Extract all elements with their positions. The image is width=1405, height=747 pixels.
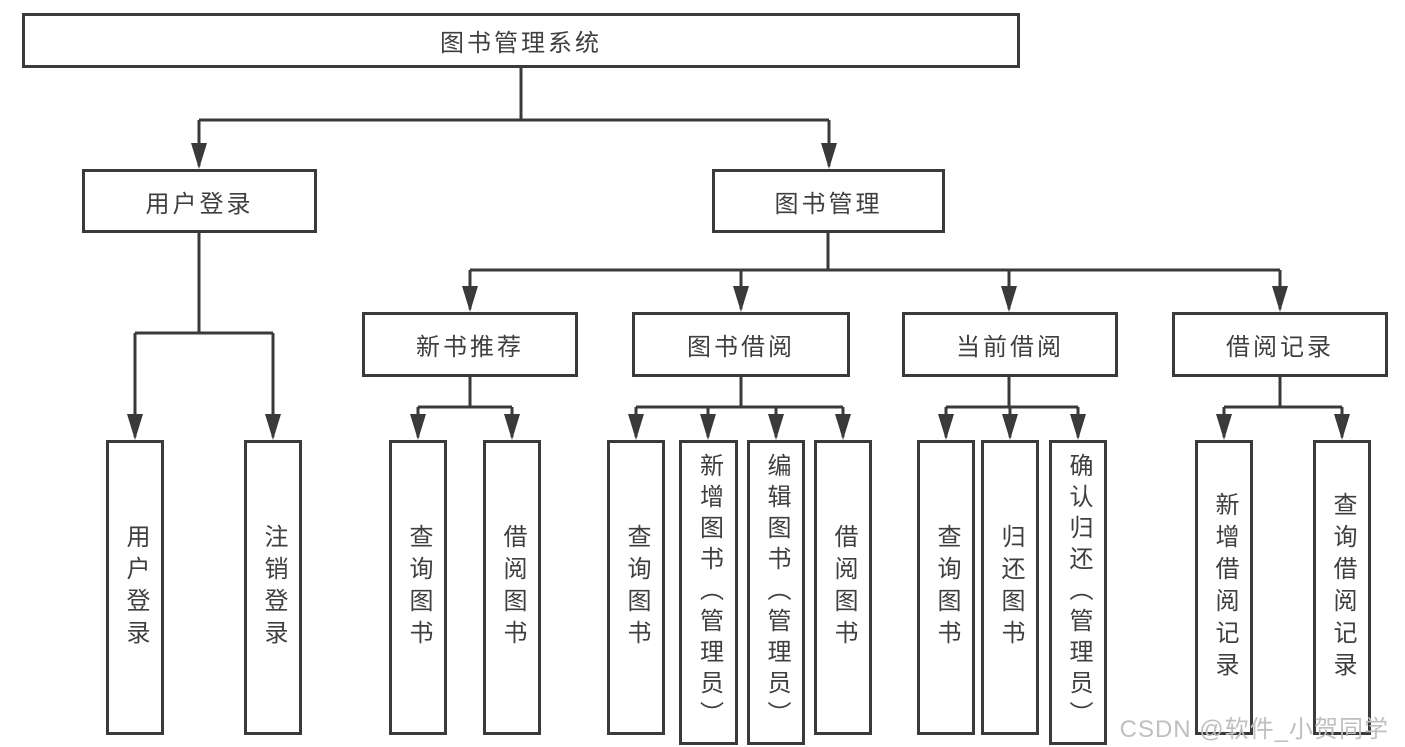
leaf-label: 编辑图书（管理员） [763,453,790,732]
leaf-add-books-admin: 新增图书（管理员） [679,440,738,745]
node-book-borrowing: 图书借阅 [632,312,850,377]
leaf-label: 查询图书 [933,523,960,652]
leaf-query-books-current: 查询图书 [917,440,975,735]
leaf-label: 查询借阅记录 [1329,491,1356,684]
leaf-confirm-return-admin: 确认归还（管理员） [1049,440,1107,745]
leaf-label: 用户登录 [122,523,149,652]
leaf-query-books-borrowing: 查询图书 [607,440,665,735]
node-label: 新书推荐 [416,334,524,361]
node-label: 用户登录 [145,190,254,218]
node-label: 图书借阅 [687,334,795,361]
node-book-management: 图书管理 [712,169,945,233]
leaf-query-borrow-record: 查询借阅记录 [1313,440,1371,735]
leaf-edit-books-admin: 编辑图书（管理员） [747,440,805,745]
leaf-return-books: 归还图书 [981,440,1039,735]
csdn-watermark: CSDN @软件_小贺同学 [1119,716,1389,743]
leaf-label: 新增借阅记录 [1211,491,1238,684]
leaf-borrow-books-borrowing: 借阅图书 [814,440,872,735]
leaf-add-borrow-record: 新增借阅记录 [1195,440,1253,735]
leaf-label: 确认归还（管理员） [1065,453,1092,732]
leaf-borrow-books-recommend: 借阅图书 [483,440,541,735]
node-label: 图书管理系统 [440,30,602,57]
arrowheads [127,143,1350,440]
leaf-label: 注销登录 [260,523,287,652]
node-current-borrowing: 当前借阅 [902,312,1118,377]
leaf-label: 归还图书 [997,523,1024,652]
leaf-user-login: 用户登录 [106,440,164,735]
leaf-query-books-recommend: 查询图书 [389,440,447,735]
node-label: 当前借阅 [956,334,1064,361]
node-borrowing-records: 借阅记录 [1172,312,1388,377]
leaf-label: 查询图书 [623,523,650,652]
node-new-book-recommend: 新书推荐 [362,312,578,377]
leaf-label: 借阅图书 [830,523,857,652]
leaf-label: 查询图书 [405,523,432,652]
leaf-label: 借阅图书 [499,523,526,652]
leaf-label: 新增图书（管理员） [695,453,723,732]
node-library-management-system: 图书管理系统 [22,13,1020,68]
node-label: 借阅记录 [1226,334,1334,361]
node-label: 图书管理 [774,190,883,218]
node-user-login: 用户登录 [82,169,317,233]
leaf-logout: 注销登录 [244,440,302,735]
